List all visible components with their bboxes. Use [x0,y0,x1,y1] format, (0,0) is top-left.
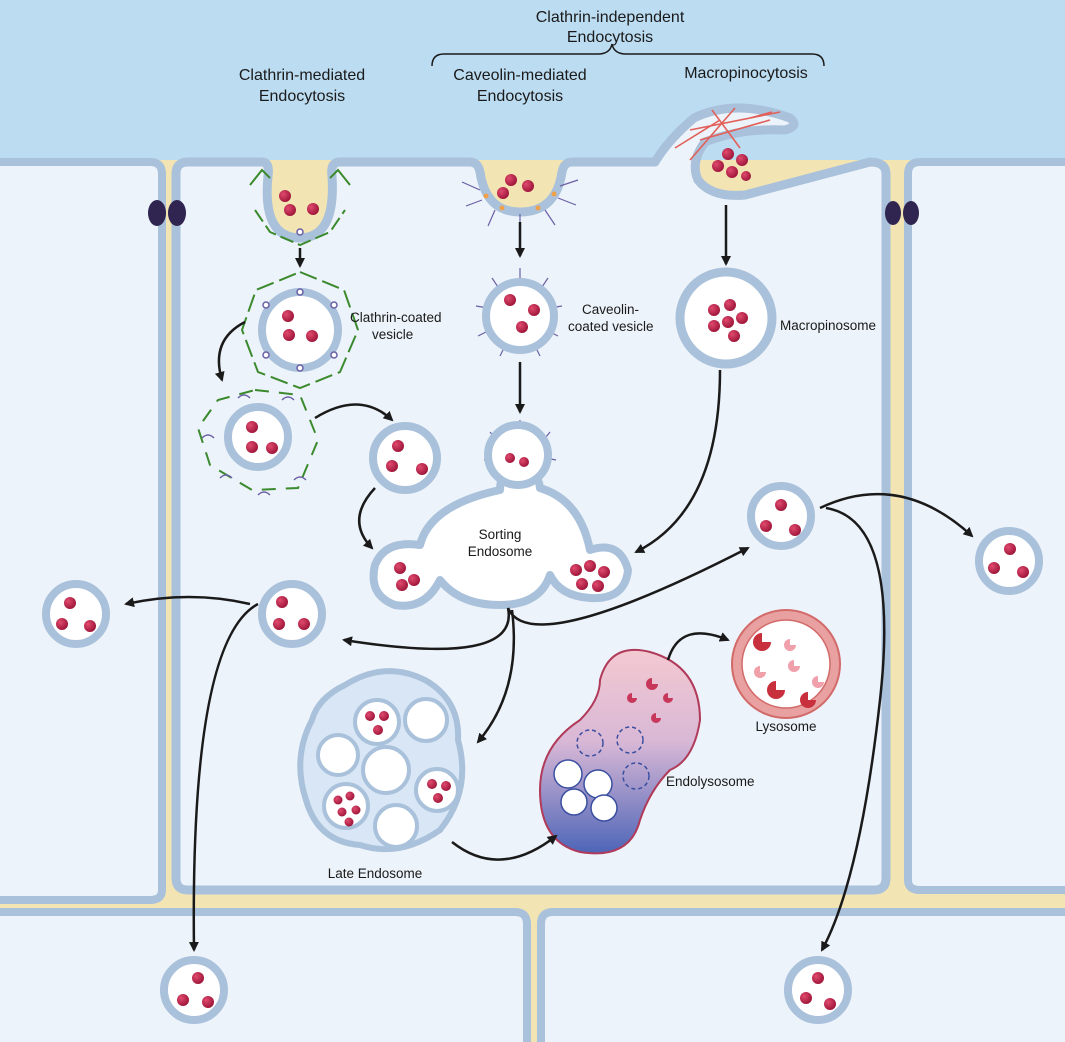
arrow-exocytosis-right [819,492,974,538]
caveolin-mediated-title-1: Caveolin-mediated [453,67,586,84]
clathrin-coated-vesicle [240,270,360,390]
caveolin-coated-vesicle [475,268,563,357]
late-endosome-label: Late Endosome [328,866,423,881]
uncoating-vesicle [196,388,320,496]
arrow-endosome-to-left-vesicle [342,607,511,651]
macropinocytosis-title: Macropinocytosis [684,65,808,82]
recycling-vesicle-left [258,580,326,648]
transcytosed-vesicle-left [160,956,228,1024]
tight-junction-right [885,201,919,225]
arrow-late-to-endolysosome [451,834,558,861]
bracket [431,43,825,67]
actin-filaments [674,107,781,161]
endolysosome [538,648,702,855]
right-cell [904,158,1065,894]
clathrin-pit [249,168,351,247]
sorting-endosome [369,466,632,610]
arrow-transcytosis-left [188,602,259,952]
exocytosed-vesicle-left [42,580,110,648]
transcytosed-vesicle-right [784,956,852,1024]
caveolin-coated-vesicle-label-1: Caveolin- [582,302,639,317]
arrow-transcytosis-right [820,506,886,952]
late-endosome [297,668,466,853]
caveolin-mediated-title-2: Endocytosis [477,88,563,105]
pathway-arrows [124,205,974,952]
clathrin-mediated-title-2: Endocytosis [259,88,345,105]
cargo [284,204,296,216]
clathrin-coated-vesicle-label-2: vesicle [372,327,413,342]
lysosome-label: Lysosome [755,719,816,734]
recycling-vesicle-right [747,482,815,550]
endosome-bud-vesicle [483,420,557,489]
arrow-uncoating-to-vesicle [314,403,394,422]
arrow-exocytosis-left [124,595,251,608]
clathrin-independent-title-1: Clathrin-independent [536,9,685,26]
clathrin-coated-vesicle-label-1: Clathrin-coated [350,310,442,325]
arrow-endosome-to-late [476,609,516,744]
sorting-endosome-label-1: Sorting [479,527,522,542]
macropinosome [675,267,777,369]
exocytosed-vesicle-right [975,527,1043,595]
left-cell [0,158,166,904]
arrow-macropinosome-to-endosome [634,369,722,554]
arrow-ccv-to-uncoating [214,320,246,382]
lysosome [731,609,841,719]
arrow-endosome-to-right-vesicle [506,546,750,626]
caveolin-pit [461,174,579,232]
arrow-endolysosome-to-lysosome [666,632,730,661]
caveolin-coated-vesicle-label-2: coated vesicle [568,319,654,334]
cargo [279,190,291,202]
bottom-left-cell [0,908,531,1042]
clathrin-independent-title-2: Endocytosis [567,29,653,46]
endolysosome-label: Endolysosome [666,774,755,789]
cargo [307,203,319,215]
arrow-vesicle-to-endosome [358,487,376,550]
extracellular-space [0,0,1065,170]
clathrin-mediated-title-1: Clathrin-mediated [239,67,365,84]
macropinocytosis-cargo [712,148,751,181]
uncoated-vesicle [369,422,441,494]
sorting-endosome-label-2: Endosome [468,544,533,559]
macropinosome-label: Macropinosome [780,318,876,333]
tight-junction-left [148,200,186,226]
